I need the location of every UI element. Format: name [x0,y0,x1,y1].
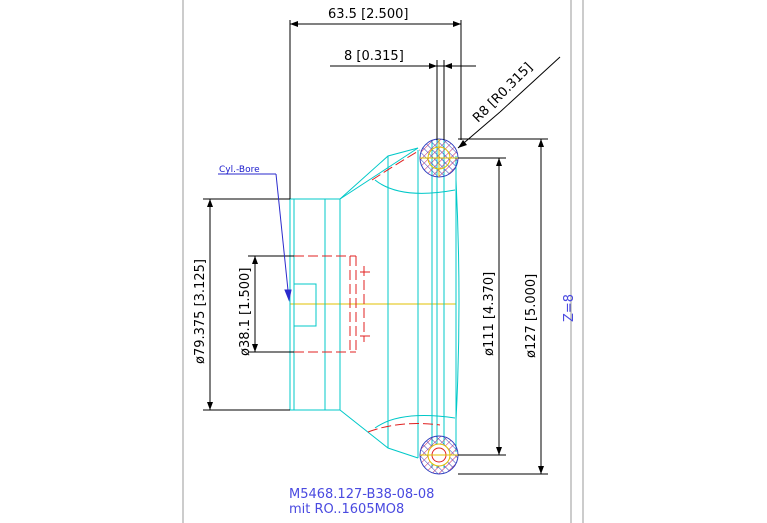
bore-callout-label: Cyl.-Bore [219,165,260,175]
radius-label: R8 [R0.315] [470,60,536,126]
sheet-frame [182,0,584,523]
hub-diameter-label: ø79.375 [3.125] [193,259,208,364]
roller-bottom [419,435,459,475]
bore-callout-leader [218,173,292,302]
dimension-arrows [207,21,544,474]
hidden-lines [294,149,441,433]
part-number: M5468.127-B38-08-08 [289,487,434,502]
sprocket-outline [289,140,460,468]
pitch-diameter-label: ø111 [4.370] [482,272,497,356]
flange-width-label: 8 [0.315] [344,49,404,64]
teeth-count-label: Z=8 [562,294,577,322]
outer-diameter-label: ø127 [5.000] [524,274,539,358]
chain-spec: mit RO..1605MO8 [289,502,404,517]
roller-top [419,138,459,178]
overall-length-label: 63.5 [2.500] [328,7,408,22]
bore-diameter-label: ø38.1 [1.500] [238,268,253,356]
